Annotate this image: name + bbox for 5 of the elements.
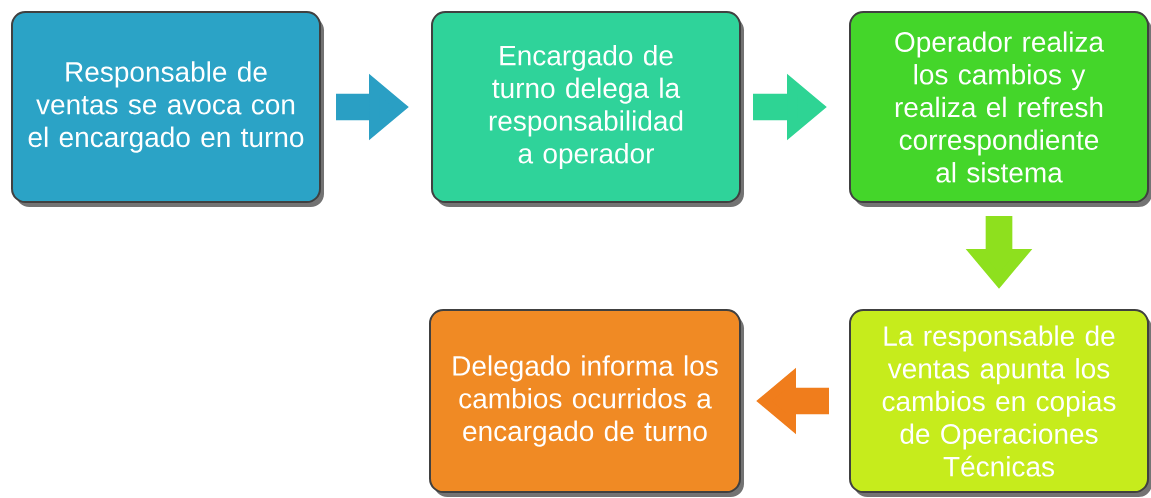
- process-box: La responsable de ventas apunta los cambios en copias de Operaciones Técnicas: [849, 309, 1151, 497]
- process-box: Operador realiza los cambios y realiza el refresh correspondiente al sistema: [849, 11, 1151, 207]
- process-box: Responsable de ventas se avoca con el encargado en turno: [11, 11, 324, 207]
- process-box: Encargado de turno delega la responsabilidad a operador: [431, 11, 744, 207]
- process-box: Delegado informa los cambios ocurridos a encargado de turno: [429, 309, 744, 497]
